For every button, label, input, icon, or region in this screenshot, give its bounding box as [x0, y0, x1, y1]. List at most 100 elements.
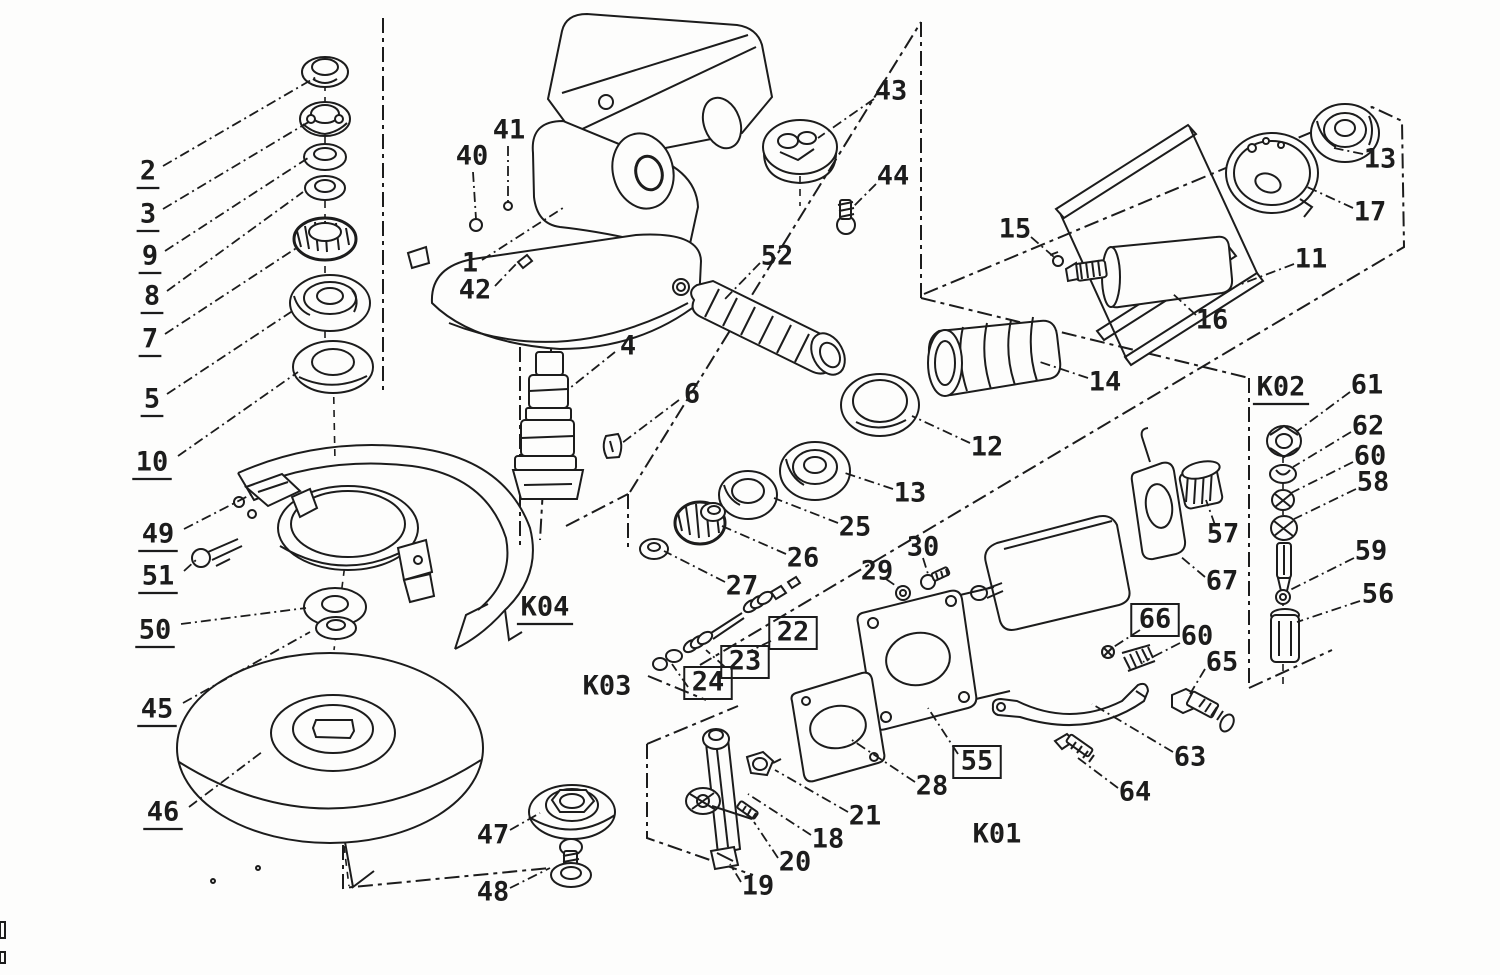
- leader-line-57: [1205, 499, 1216, 526]
- leader-line-9: [164, 157, 309, 252]
- o-ring-29: [895, 585, 911, 601]
- leader-line-29: [885, 578, 900, 589]
- part-number-60: 60: [1354, 441, 1387, 472]
- part-number-21: 21: [849, 801, 882, 832]
- label-box-66: [1130, 603, 1180, 637]
- part-number-49: 49: [142, 519, 175, 550]
- screw-64: [1053, 732, 1095, 763]
- part-number-12: 12: [971, 432, 1004, 463]
- screw-44: [836, 199, 856, 235]
- leader-line-2: [162, 75, 319, 167]
- leader-line-21: [774, 769, 849, 813]
- filter-60a: [1271, 489, 1295, 511]
- part-number-46: 46: [147, 797, 180, 828]
- leader-line-56: [1296, 600, 1361, 623]
- bearing-13-mid: [779, 441, 851, 501]
- part-number-29: 29: [861, 556, 894, 587]
- callout-8: 8: [140, 191, 304, 315]
- leader-line-42: [494, 262, 518, 287]
- part-number-27: 27: [726, 571, 759, 602]
- label-box-24: [683, 666, 733, 700]
- part-number-22: 22: [777, 617, 810, 648]
- panel-boundary-11: [646, 705, 739, 745]
- part-number-43: 43: [875, 76, 908, 107]
- leader-line-3: [162, 119, 313, 210]
- governor-parts-k03: [652, 575, 802, 671]
- ring-12: [840, 373, 920, 437]
- callout-5: 5: [140, 309, 295, 418]
- leader-line-22: [747, 640, 772, 653]
- callout-50: 50: [135, 607, 307, 649]
- clamp-screw-51: [191, 538, 243, 568]
- leader-line-6: [621, 399, 680, 444]
- part-number-k03: K03: [583, 671, 632, 702]
- leader-line-13: [1333, 147, 1364, 155]
- sleeve-56: [1270, 608, 1300, 663]
- leader-line-62: [1292, 431, 1352, 468]
- part-number-61: 61: [1351, 370, 1384, 401]
- callout-60-2: 60: [1142, 621, 1213, 663]
- callout-4: 4: [569, 331, 636, 389]
- panel-boundary-15: [647, 675, 707, 701]
- callout-23: 23: [705, 645, 770, 679]
- clip-66: [1101, 645, 1115, 659]
- part-number-48: 48: [477, 877, 510, 908]
- callout-3: 3: [136, 119, 313, 233]
- spring-pin-20: [736, 800, 759, 820]
- gasket-28: [790, 671, 886, 783]
- part-number-15: 15: [999, 214, 1032, 245]
- leader-line-50: [180, 607, 307, 625]
- part-number-17: 17: [1354, 197, 1387, 228]
- callout-24: 24: [671, 663, 733, 700]
- label-box-55: [952, 745, 1002, 779]
- callout-22: 22: [747, 616, 818, 653]
- wheel-guard-k04: [237, 444, 534, 650]
- part-number-11: 11: [1295, 244, 1328, 275]
- valve-bush-57: [1178, 460, 1224, 510]
- leader-line-44: [852, 183, 877, 208]
- end-plate-17: [1225, 132, 1319, 218]
- callout-67: 67: [1179, 555, 1238, 597]
- callout-63: 63: [1091, 703, 1207, 773]
- part-number-66: 66: [1139, 604, 1172, 635]
- panel-boundary-4: [629, 21, 922, 493]
- washer-27: [639, 538, 669, 560]
- upper-cap-2: [301, 56, 349, 88]
- callout-64: 64: [1077, 757, 1151, 808]
- ring-9: [303, 143, 347, 171]
- callout-k04: K04: [516, 592, 574, 626]
- part-number-k04: K04: [521, 592, 570, 623]
- disc-screw-48: [550, 838, 592, 888]
- part-number-63: 63: [1174, 742, 1207, 773]
- label-box-22: [768, 616, 818, 650]
- part-number-59: 59: [1355, 536, 1388, 567]
- part-number-20: 20: [779, 847, 812, 878]
- bearing-13-top: [1310, 103, 1380, 163]
- callout-18: 18: [747, 793, 844, 855]
- leader-line-40: [472, 171, 477, 220]
- leader-line-60: [1290, 461, 1354, 494]
- spring-60b: [1121, 644, 1156, 672]
- callout-11: 11: [1235, 244, 1328, 287]
- ball-40: [469, 218, 483, 232]
- valve-stem-21: [745, 750, 782, 777]
- part-number-45: 45: [141, 694, 174, 725]
- washer-8: [304, 175, 346, 201]
- part-number-23: 23: [729, 646, 762, 677]
- part-number-k01: K01: [973, 819, 1022, 850]
- part-number-52: 52: [761, 241, 794, 272]
- callout-49: 49: [138, 493, 253, 553]
- grinding-disc-46: [176, 652, 484, 844]
- o-ring-59: [1275, 589, 1291, 605]
- inner-flange-45: [315, 616, 357, 640]
- lock-washer-50: [303, 587, 367, 627]
- callout-43: 43: [817, 76, 908, 139]
- callout-65: 65: [1189, 647, 1238, 695]
- leader-line-26: [721, 525, 787, 555]
- flange-55: [856, 586, 1011, 731]
- gear-head-housing-1: [406, 12, 774, 351]
- part-number-5: 5: [144, 384, 160, 415]
- part-number-9: 9: [142, 241, 158, 272]
- part-number-k02: K02: [1257, 372, 1306, 403]
